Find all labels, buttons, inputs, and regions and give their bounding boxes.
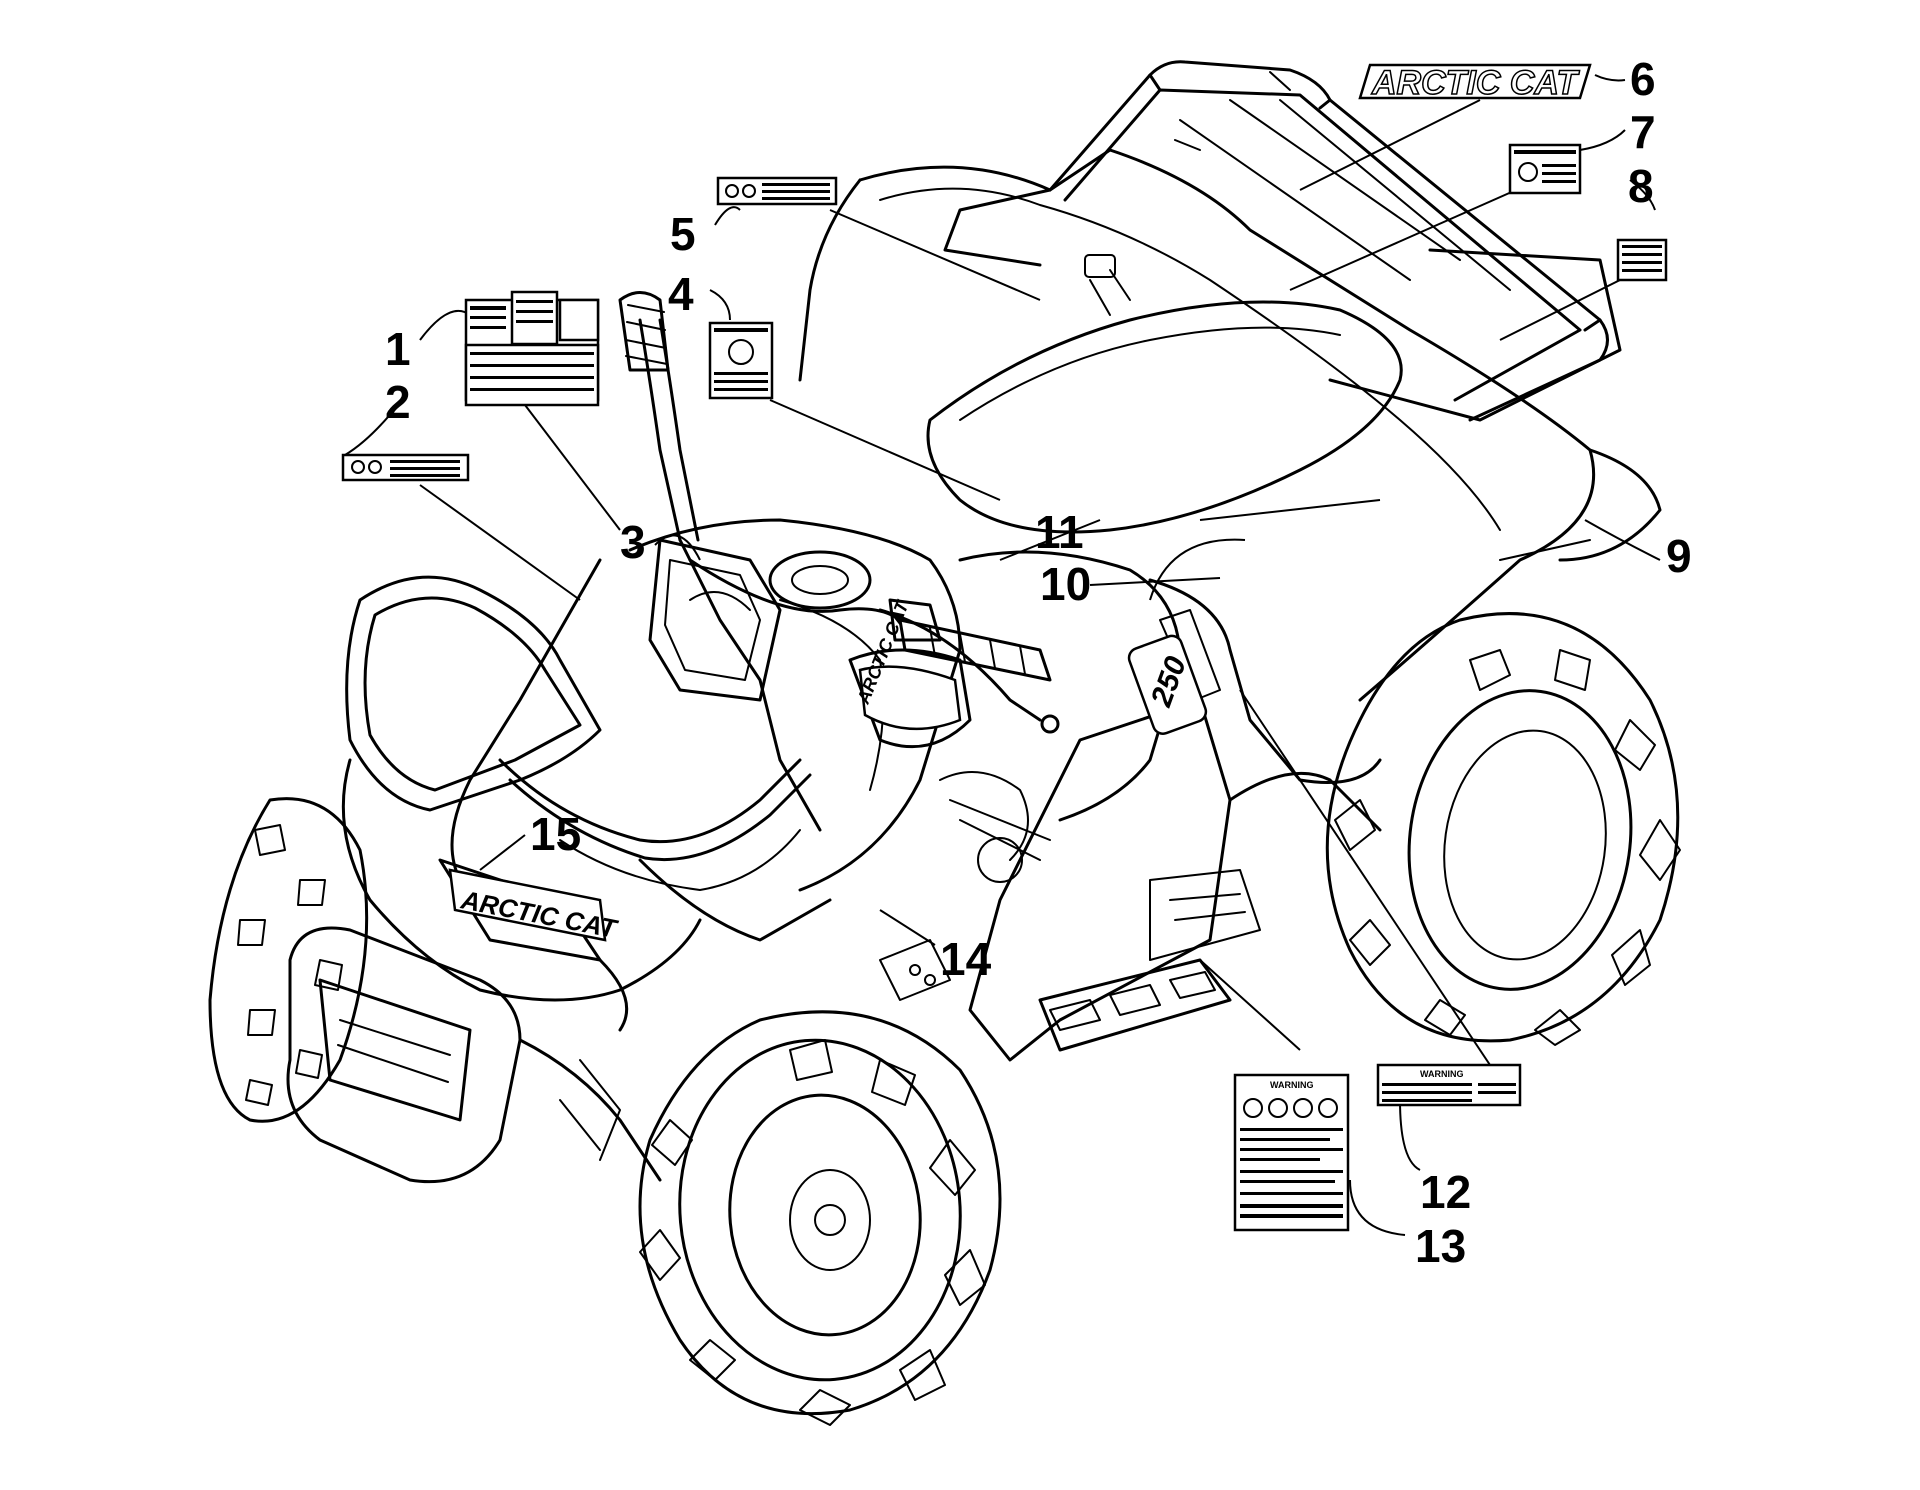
callout-1: 1 <box>385 323 411 375</box>
callout-4: 4 <box>668 268 694 320</box>
callout-14: 14 <box>940 933 992 985</box>
callout-8: 8 <box>1628 160 1654 212</box>
handlebar <box>618 291 1060 734</box>
decal-5-warning-label <box>716 176 838 206</box>
leader-lines <box>344 74 1661 1236</box>
callout-12: 12 <box>1420 1166 1471 1218</box>
front-left-wheel <box>208 797 369 1123</box>
rear-rack <box>943 60 1622 422</box>
rear-right-wheel <box>1325 612 1681 1046</box>
decal-6-brand-logo: ARCTIC CAT <box>1358 63 1592 103</box>
side-decal: ARCTIC CAT <box>853 596 962 731</box>
decal-12-heading: WARNING <box>1420 1069 1464 1079</box>
decal-1-warning-set <box>464 290 600 407</box>
seat <box>926 254 1403 534</box>
decal-2-warning-label <box>341 453 470 482</box>
callout-numbers: 1 2 3 4 5 6 7 8 9 10 11 12 13 14 15 <box>385 53 1692 1272</box>
front-logo-decal: ARCTIC CAT <box>448 868 621 944</box>
decal-12-warning-label: WARNING <box>1376 1063 1522 1107</box>
instrument-pod <box>648 538 782 702</box>
brand-logo-text: ARCTIC CAT <box>1371 64 1580 102</box>
callout-6: 6 <box>1630 53 1656 105</box>
callout-2: 2 <box>385 376 411 428</box>
decal-7-warning-label <box>1508 143 1582 195</box>
callout-15: 15 <box>530 808 581 860</box>
decal-13-warning-label: WARNING <box>1233 1073 1350 1232</box>
decal-labels: ARCTIC CAT WARNING <box>341 63 1668 1232</box>
callout-13: 13 <box>1415 1220 1466 1272</box>
frame-details <box>559 771 1051 1161</box>
callout-11: 11 <box>1035 506 1084 558</box>
decal-13-heading: WARNING <box>1270 1080 1314 1090</box>
callout-5: 5 <box>670 208 696 260</box>
callout-3: 3 <box>620 516 646 568</box>
callout-7: 7 <box>1630 106 1656 158</box>
rear-body <box>798 148 1662 702</box>
callout-9: 9 <box>1666 530 1692 582</box>
front-right-wheel <box>638 1010 1002 1426</box>
decal-8-warning-label <box>1616 238 1668 282</box>
decal-4-warning-label <box>708 321 774 400</box>
front-rack <box>345 575 832 942</box>
callout-10: 10 <box>1040 558 1091 610</box>
front-bumper <box>286 926 662 1184</box>
footwell <box>968 698 1382 1062</box>
model-badge: 250 <box>1127 634 1208 735</box>
